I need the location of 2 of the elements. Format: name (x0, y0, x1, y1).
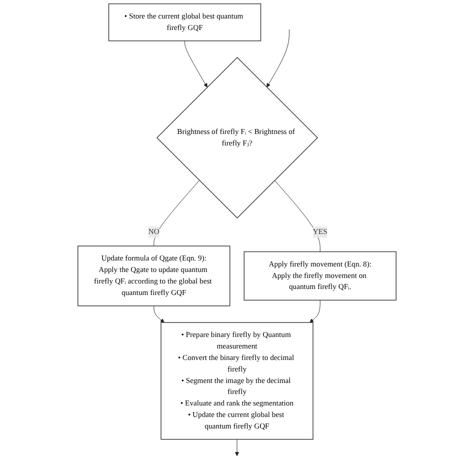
connector (154, 180, 200, 246)
connector (274, 180, 320, 252)
